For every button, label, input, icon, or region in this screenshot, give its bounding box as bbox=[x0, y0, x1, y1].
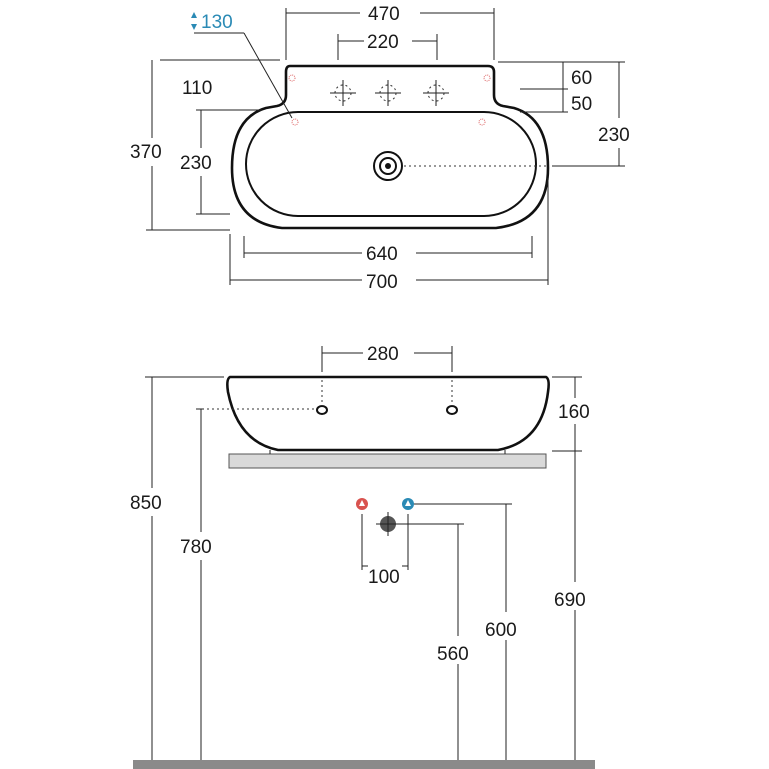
drain-icon bbox=[373, 151, 403, 181]
dimension-690-text: 690 bbox=[554, 590, 586, 611]
dimension-700-text: 700 bbox=[366, 272, 398, 293]
dimension-280: 280 bbox=[321, 344, 453, 372]
dimension-560-text: 560 bbox=[437, 644, 469, 665]
dimension-160-text: 160 bbox=[558, 402, 590, 423]
dimension-470-text: 470 bbox=[368, 4, 400, 25]
dimension-600-text: 600 bbox=[485, 620, 517, 641]
tap-hole-icon bbox=[446, 405, 458, 415]
dimension-780: 780 bbox=[180, 408, 212, 761]
dimension-470: 470 bbox=[285, 4, 495, 60]
dimension-640: 640 bbox=[243, 236, 533, 265]
fixing-hole-marker bbox=[478, 118, 486, 126]
dimension-370-text: 370 bbox=[130, 142, 162, 163]
dimension-850: 850 bbox=[130, 376, 224, 761]
dimension-600: 600 bbox=[414, 503, 517, 761]
dimension-50: 50 bbox=[520, 94, 592, 115]
dimension-230-left-text: 230 bbox=[180, 153, 212, 174]
dimension-220-text: 220 bbox=[367, 32, 399, 53]
dimension-50-text: 50 bbox=[571, 94, 592, 115]
dimension-280-text: 280 bbox=[367, 344, 399, 365]
dimension-220: 220 bbox=[337, 32, 438, 60]
dimension-110-text: 110 bbox=[182, 78, 212, 99]
depth-callout-text: 130 bbox=[201, 12, 233, 33]
hot-valve-icon bbox=[356, 498, 368, 510]
top-view: 130 470 220 110 bbox=[130, 4, 630, 293]
floor bbox=[133, 760, 595, 769]
dimension-370: 370 bbox=[130, 60, 230, 231]
dimension-700: 700 bbox=[229, 178, 549, 293]
drain-outlet-icon bbox=[376, 512, 400, 536]
cold-valve-icon bbox=[402, 498, 414, 510]
dimension-160: 160 bbox=[552, 376, 590, 452]
dimension-110: 110 bbox=[160, 59, 280, 111]
side-view: 280 160 850 780 bbox=[130, 344, 595, 769]
inner-bowl bbox=[245, 111, 537, 217]
tap-hole-icon bbox=[330, 80, 356, 106]
tap-hole-icon bbox=[423, 80, 449, 106]
dimension-60-text: 60 bbox=[571, 68, 592, 89]
tap-hole-icon bbox=[316, 405, 328, 415]
dimension-850-text: 850 bbox=[130, 493, 162, 514]
basin-outline bbox=[230, 64, 550, 230]
counter-top bbox=[228, 453, 547, 469]
dimension-690: 690 bbox=[554, 451, 586, 761]
dimension-230-right: 230 bbox=[552, 62, 630, 167]
dimension-60: 60 bbox=[498, 61, 625, 112]
dimension-100-text: 100 bbox=[368, 567, 400, 588]
dimension-780-text: 780 bbox=[180, 537, 212, 558]
fixing-hole-marker bbox=[288, 74, 296, 82]
fixing-hole-marker bbox=[291, 118, 299, 126]
dimension-100: 100 bbox=[361, 514, 409, 588]
fixing-hole-marker bbox=[483, 74, 491, 82]
tap-hole-icon bbox=[375, 80, 401, 106]
dimension-640-text: 640 bbox=[366, 244, 398, 265]
basin-side-profile bbox=[226, 375, 550, 452]
dimension-230-right-text: 230 bbox=[598, 125, 630, 146]
dimension-560: 560 bbox=[398, 523, 469, 761]
depth-callout: 130 bbox=[191, 12, 293, 119]
dimension-230-left: 230 bbox=[180, 110, 230, 215]
